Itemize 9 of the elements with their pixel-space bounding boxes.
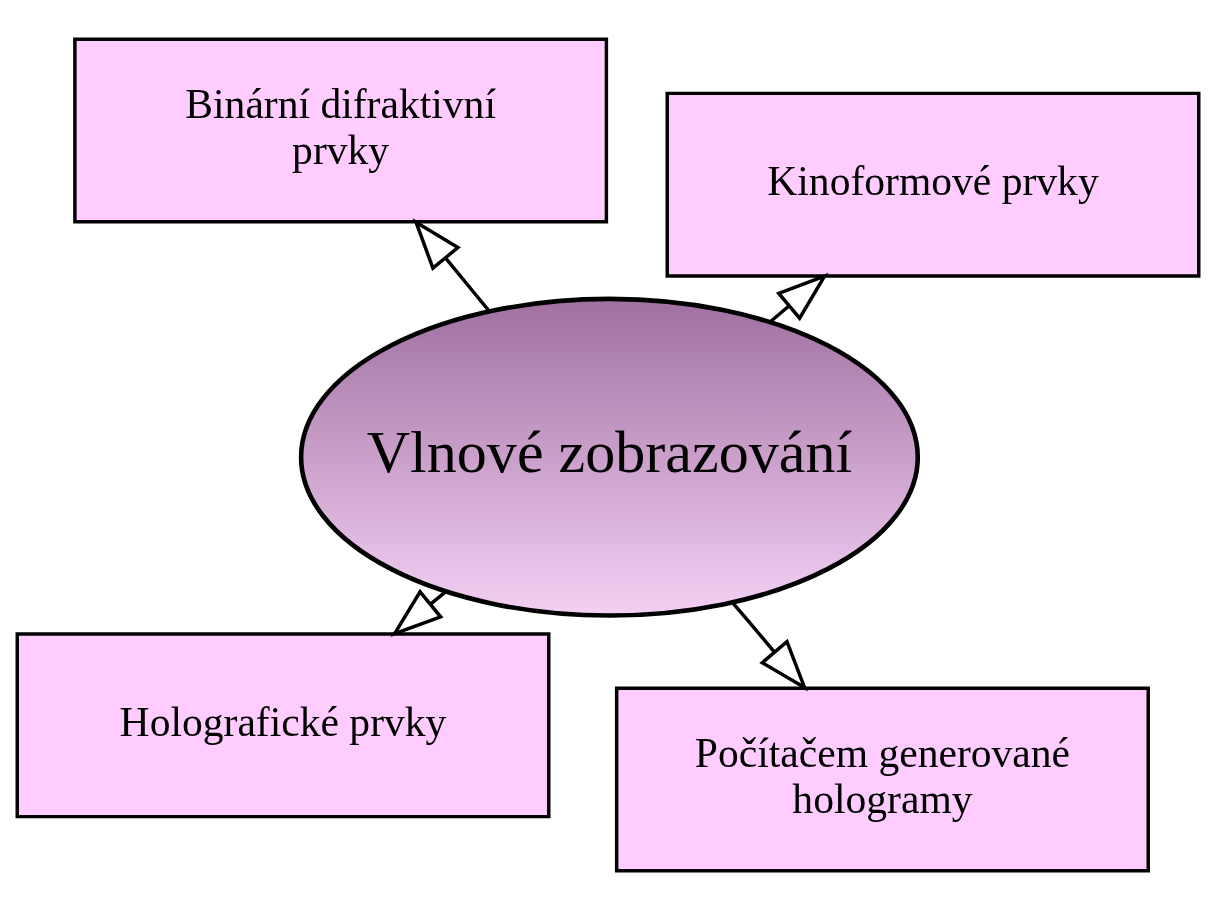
node-ellipse: Vlnové zobrazování bbox=[298, 296, 921, 618]
arrow bbox=[731, 601, 808, 691]
node-box: Holografické prvky bbox=[15, 631, 551, 818]
node-box: Binární difraktivní prvky bbox=[73, 37, 609, 224]
node-box: Kinoformové prvky bbox=[665, 91, 1201, 278]
arrow bbox=[390, 588, 447, 637]
node-box: Počítačem generované hologramy bbox=[614, 685, 1150, 872]
arrow bbox=[412, 217, 491, 312]
arrow bbox=[769, 272, 829, 323]
